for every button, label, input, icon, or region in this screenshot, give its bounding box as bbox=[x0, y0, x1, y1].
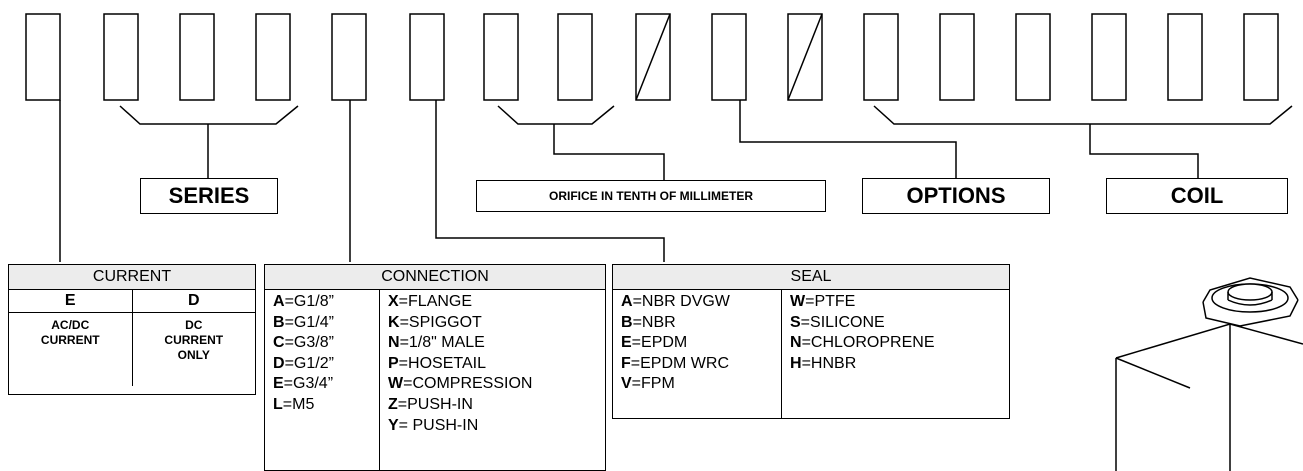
list-item: B=NBR bbox=[621, 313, 676, 331]
code-box-13 bbox=[939, 13, 975, 101]
current-desc-d: DC CURRENT ONLY bbox=[131, 313, 256, 386]
separator-slash-2 bbox=[787, 13, 823, 101]
current-code-e: E bbox=[64, 292, 76, 309]
current-code-d: D bbox=[131, 290, 256, 312]
list-item: Z=PUSH-IN bbox=[388, 395, 473, 413]
list-item: Y= PUSH-IN bbox=[388, 416, 479, 434]
list-item: N=1/8" MALE bbox=[388, 334, 485, 352]
code-box-4 bbox=[255, 13, 291, 101]
separator-slash-1 bbox=[635, 13, 671, 101]
connection-table: CONNECTION A=G1/8” B=G1/4” C=G3/8” D=G1/… bbox=[264, 264, 606, 471]
list-item: D=G1/2” bbox=[273, 354, 334, 372]
list-item: F=EPDM WRC bbox=[621, 354, 730, 372]
seal-table: SEAL A=NBR DVGW B=NBR E=EPDM F=EPDM WRC … bbox=[612, 264, 1010, 419]
list-item: B=G1/4” bbox=[273, 313, 334, 331]
code-box-8 bbox=[557, 13, 593, 101]
list-item: H=HNBR bbox=[790, 354, 857, 372]
current-table: CURRENT E D AC/DC CURRENT DC CURRENT ONL… bbox=[8, 264, 256, 395]
list-item: E=EPDM bbox=[621, 334, 688, 352]
connection-right-col: X=FLANGE K=SPIGGOT N=1/8" MALE P=HOSETAI… bbox=[379, 290, 605, 471]
code-box-17 bbox=[1243, 13, 1279, 101]
code-box-6 bbox=[409, 13, 445, 101]
current-desc-e: AC/DC CURRENT bbox=[40, 318, 100, 347]
code-box-11 bbox=[787, 13, 823, 101]
code-box-7 bbox=[483, 13, 519, 101]
list-item: X=FLANGE bbox=[388, 293, 473, 310]
seal-left-col: A=NBR DVGW B=NBR E=EPDM F=EPDM WRC V=FPM bbox=[613, 290, 781, 419]
code-box-16 bbox=[1167, 13, 1203, 101]
seal-right-col: W=PTFE S=SILICONE N=CHLOROPRENE H=HNBR bbox=[781, 290, 1009, 419]
options-connector bbox=[739, 100, 957, 178]
list-item: K=SPIGGOT bbox=[388, 313, 482, 331]
code-box-10 bbox=[711, 13, 747, 101]
seal-connector bbox=[435, 100, 665, 262]
seal-title: SEAL bbox=[613, 265, 1009, 290]
code-box-3 bbox=[179, 13, 215, 101]
code-box-15 bbox=[1091, 13, 1127, 101]
code-box-9 bbox=[635, 13, 671, 101]
connection-title: CONNECTION bbox=[265, 265, 605, 290]
connection-left-col: A=G1/8” B=G1/4” C=G3/8” D=G1/2” E=G3/4” … bbox=[265, 290, 379, 471]
list-item: W=COMPRESSION bbox=[388, 375, 533, 393]
coil-bracket bbox=[873, 105, 1293, 125]
list-item: L=M5 bbox=[273, 395, 315, 413]
code-box-12 bbox=[863, 13, 899, 101]
list-item: E=G3/4” bbox=[273, 375, 334, 393]
current-title: CURRENT bbox=[9, 265, 255, 290]
list-item: C=G3/8” bbox=[273, 334, 334, 352]
orifice-bracket bbox=[497, 105, 615, 125]
list-item: P=HOSETAIL bbox=[388, 354, 486, 372]
list-item: A=G1/8” bbox=[273, 293, 334, 310]
options-label: OPTIONS bbox=[862, 178, 1050, 214]
code-box-14 bbox=[1015, 13, 1051, 101]
list-item: A=NBR DVGW bbox=[621, 293, 730, 310]
series-bracket bbox=[119, 105, 299, 125]
orifice-label: ORIFICE IN TENTH OF MILLIMETER bbox=[476, 180, 826, 212]
code-box-1 bbox=[25, 13, 61, 101]
list-item: V=FPM bbox=[621, 375, 675, 393]
list-item: S=SILICONE bbox=[790, 313, 885, 331]
list-item: W=PTFE bbox=[790, 293, 856, 310]
code-box-5 bbox=[331, 13, 367, 101]
coil-label: COIL bbox=[1106, 178, 1288, 214]
valve-body-sketch bbox=[1115, 277, 1303, 471]
series-label: SERIES bbox=[140, 178, 278, 214]
list-item: N=CHLOROPRENE bbox=[790, 334, 935, 352]
code-box-2 bbox=[103, 13, 139, 101]
